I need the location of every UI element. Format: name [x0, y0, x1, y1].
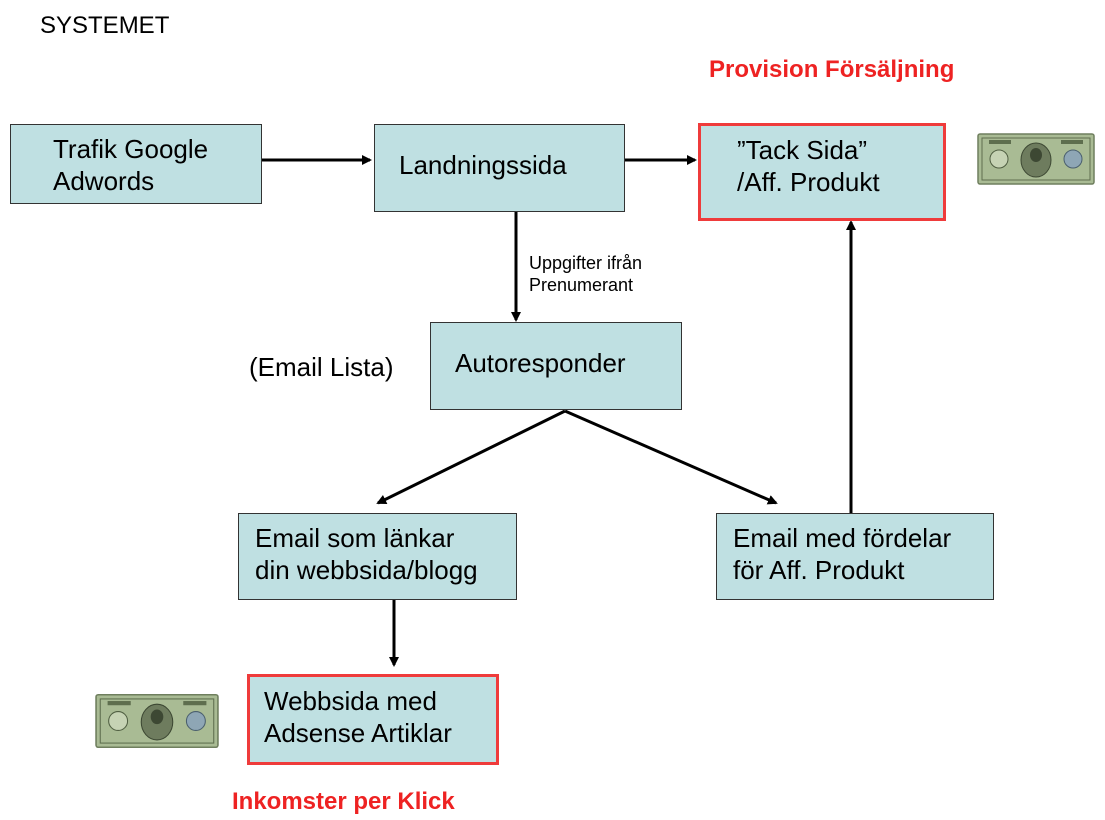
- node-tack-line1: ”Tack Sida”: [737, 135, 868, 165]
- node-email-fordelar-line1: Email med fördelar: [733, 523, 952, 553]
- node-webbsida-line2: Adsense Artiklar: [264, 718, 452, 748]
- node-tack-sida: ”Tack Sida” /Aff. Produkt: [698, 123, 946, 221]
- edge-label-uppgifter: Uppgifter ifrån Prenumerant: [529, 252, 642, 296]
- node-autoresponder-line1: Autoresponder: [455, 348, 626, 378]
- email-lista-label: (Email Lista): [249, 352, 394, 382]
- node-trafik-google-adwords: Trafik Google Adwords: [10, 124, 262, 204]
- node-landningssida: Landningssida: [374, 124, 625, 212]
- node-email-med-fordelar: Email med fördelar för Aff. Produkt: [716, 513, 994, 600]
- dollar-bill-icon: [977, 133, 1095, 185]
- node-tack-line2: /Aff. Produkt: [737, 167, 880, 197]
- page-title: SYSTEMET: [40, 12, 170, 39]
- provision-label: Provision Försäljning: [709, 56, 955, 83]
- node-trafik-line1: Trafik Google: [53, 134, 209, 164]
- node-email-lankar-line2: din webbsida/blogg: [255, 555, 478, 585]
- arrow-autoresponder-to-email-fordelar: [564, 409, 778, 505]
- edge-label-line2: Prenumerant: [529, 275, 634, 295]
- node-email-lankar-line1: Email som länkar: [255, 523, 455, 553]
- node-landning-line1: Landningssida: [399, 150, 567, 180]
- dollar-bill-icon: [95, 693, 219, 749]
- node-email-fordelar-line2: för Aff. Produkt: [733, 555, 905, 585]
- node-trafik-line2: Adwords: [53, 166, 155, 196]
- node-email-som-lankar: Email som länkar din webbsida/blogg: [238, 513, 517, 600]
- arrow-autoresponder-to-email-lankar: [376, 409, 566, 505]
- node-webbsida-line1: Webbsida med: [264, 686, 437, 716]
- edge-label-line1: Uppgifter ifrån: [529, 253, 643, 273]
- node-autoresponder: Autoresponder: [430, 322, 682, 410]
- inkomster-label: Inkomster per Klick: [232, 788, 455, 815]
- node-webbsida-adsense: Webbsida med Adsense Artiklar: [247, 674, 499, 765]
